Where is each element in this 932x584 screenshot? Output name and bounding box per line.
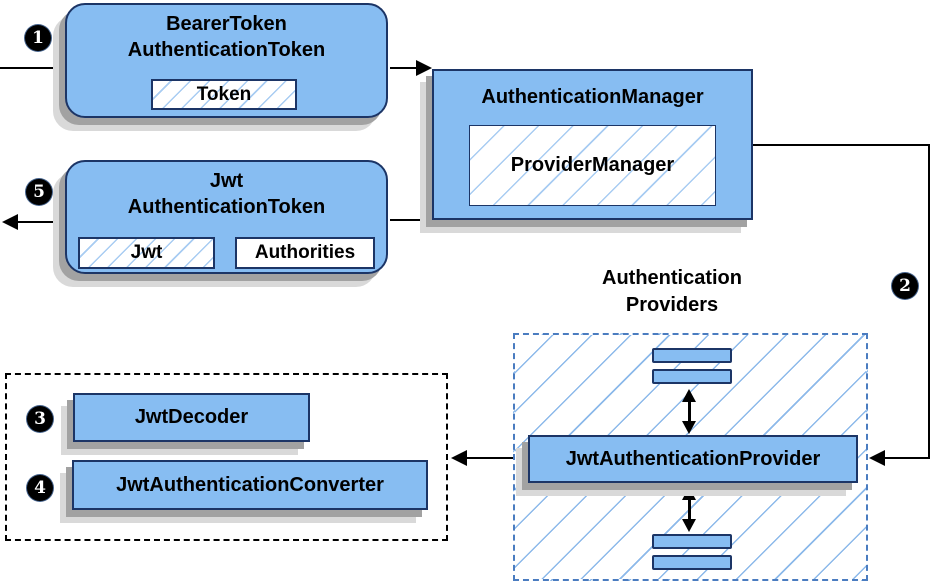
provider-slot-bar [652, 555, 732, 570]
double-arrow-icon [681, 487, 698, 532]
step1-line [390, 67, 418, 69]
arrowhead-down-icon [682, 519, 696, 532]
provider-manager-chip: ProviderManager [469, 125, 716, 206]
arrowhead-right-icon [416, 60, 432, 76]
jwt-token-title-line1: Jwt [209, 170, 244, 192]
bearer-token-title-line2: AuthenticationToken [127, 39, 326, 61]
arrowhead-left-icon [2, 214, 18, 230]
jwt-authentication-provider-node: JwtAuthenticationProvider [528, 435, 858, 483]
step5-line-out [17, 221, 65, 223]
jwt-decoder-node: JwtDecoder [73, 393, 310, 442]
jwt-authentication-converter-node: JwtAuthenticationConverter [72, 460, 428, 510]
request-in-line [0, 67, 65, 69]
step2-line-top [753, 144, 930, 146]
jwt-token-title-line2: AuthenticationToken [127, 196, 326, 218]
bearer-token-title-line1: BearerToken [166, 13, 287, 35]
authentication-manager-title: AuthenticationManager [481, 86, 704, 108]
authentication-providers-label: Authentication Providers [560, 265, 784, 319]
arrowhead-left-icon [869, 450, 885, 466]
decoder-converter-group [5, 373, 448, 541]
provider-slot-bar [652, 369, 732, 384]
arrowhead-down-icon [682, 421, 696, 434]
arrowhead-up-icon [682, 389, 696, 402]
authorities-chip: Authorities [235, 237, 375, 269]
step-4-badge: 4 [27, 475, 53, 501]
step-5-badge: 5 [26, 179, 52, 205]
arrowhead-up-icon [682, 487, 696, 500]
authentication-providers-label-line2: Providers [625, 294, 719, 316]
token-chip: Token [151, 79, 297, 110]
authentication-providers-label-line1: Authentication [602, 267, 742, 289]
step5-line-mid [390, 219, 433, 221]
arrowhead-left-icon [451, 450, 467, 466]
step2-line-bottom [885, 457, 930, 459]
double-arrow-icon [681, 389, 698, 434]
step-1-badge: 1 [25, 25, 51, 51]
provider-slot-bar [652, 534, 732, 549]
step-3-badge: 3 [27, 406, 53, 432]
jwt-chip: Jwt [78, 237, 215, 269]
step-2-badge: 2 [892, 273, 918, 299]
step2-line-right [928, 144, 930, 459]
step3-4-line [466, 457, 513, 459]
provider-slot-bar [652, 348, 732, 363]
